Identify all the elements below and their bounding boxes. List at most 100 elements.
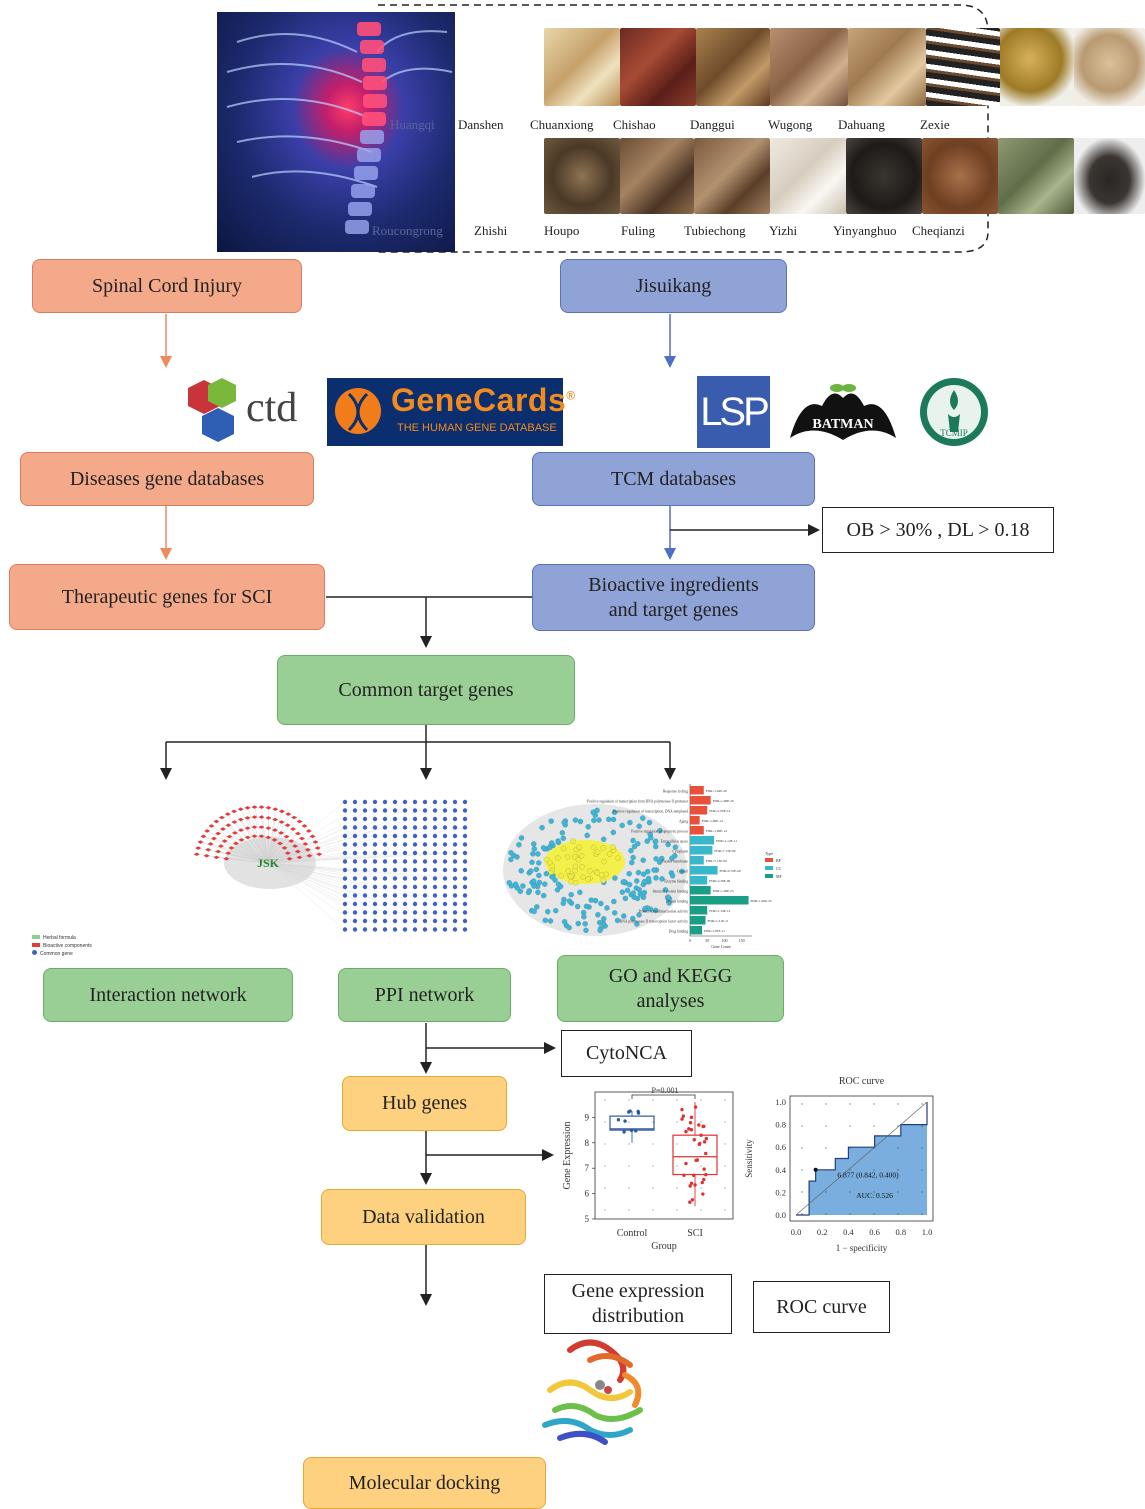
common-gene-node [412, 867, 418, 873]
bioactive-component-node [244, 835, 251, 840]
common-gene-node [342, 833, 348, 839]
common-gene-node [442, 893, 448, 898]
common-gene-node [362, 850, 368, 856]
go-term-label: Drug binding [669, 930, 688, 934]
bioactive-component-node [296, 855, 303, 860]
boxplot-point [693, 1183, 697, 1187]
go-term-label: Aging [679, 820, 688, 824]
ppi-node [621, 878, 627, 885]
common-gene-node [372, 876, 378, 881]
go-term-label: Positive regulation of apoptotic process [631, 830, 688, 834]
node-bioactive-label-2: and target genes [608, 598, 739, 621]
boxplot-point [704, 1151, 708, 1156]
common-gene-node [352, 884, 358, 890]
bioactive-component-node [203, 854, 210, 858]
common-gene-node [462, 808, 468, 813]
go-term-label: Enzyme binding [664, 880, 688, 884]
common-gene-node [442, 927, 448, 932]
ppi-node [587, 868, 593, 874]
ppi-node [626, 871, 632, 877]
node-interaction-network-label: Interaction network [89, 983, 247, 1006]
node-hub-genes: Hub genes [342, 1076, 507, 1131]
go-term-label: Positive regulation of transcription, DN… [613, 810, 688, 815]
roc-cutoff-point [813, 1167, 818, 1172]
ppi-node [508, 850, 514, 856]
boxplot-grid-dot [628, 1209, 630, 1211]
common-gene-node [342, 918, 348, 924]
ppi-node [672, 844, 679, 850]
bioactive-component-node [296, 819, 303, 824]
ppi-node [540, 845, 547, 851]
node-tcm-databases: TCM databases [532, 452, 815, 506]
common-gene-node [452, 842, 458, 847]
common-gene-node [402, 901, 408, 907]
ppi-node [601, 858, 607, 865]
roc-grid-dot [825, 1191, 827, 1193]
ppi-node [568, 891, 574, 898]
herb-image-chuanxiong [620, 28, 696, 106]
ppi-node [582, 921, 588, 927]
ppi-node [657, 827, 663, 834]
ppi-node [662, 887, 669, 893]
go-fdr-label: FDR=1.06E-23 [751, 899, 772, 903]
common-gene-node [442, 884, 448, 890]
bioactive-component-node [251, 805, 258, 809]
ppi-node [636, 823, 642, 829]
ppi-node [508, 856, 514, 863]
boxplot-x-label: Group [651, 1241, 677, 1252]
common-gene-node [362, 910, 368, 915]
common-gene-node [412, 833, 418, 839]
bioactive-component-node [312, 840, 319, 844]
roc-grid-dot [801, 1191, 803, 1193]
ppi-node [627, 819, 633, 826]
node-common-target-genes-label: Common target genes [338, 678, 514, 701]
common-gene-node [372, 867, 378, 873]
bioactive-component-node [215, 849, 222, 854]
common-gene-node [392, 799, 398, 805]
bioactive-component-node [294, 849, 301, 854]
boxplot-point [680, 1107, 684, 1112]
common-gene-node [462, 910, 468, 915]
roc-x-tick: 0.6 [869, 1227, 880, 1237]
boxplot-y-tick: 7 [585, 1163, 590, 1173]
ppi-node [577, 818, 584, 825]
ppi-node [572, 817, 579, 823]
ppi-node [604, 905, 610, 911]
ppi-node [630, 854, 636, 861]
bioactive-component-node [226, 834, 233, 839]
common-gene-node [352, 867, 358, 873]
common-gene-node [452, 808, 458, 813]
boxplot-grid-dot [700, 1099, 702, 1101]
common-gene-node [442, 850, 448, 856]
common-gene-node [372, 816, 378, 822]
bioactive-component-node [200, 834, 207, 839]
herb-image-wugong [848, 28, 926, 106]
common-gene-node [432, 833, 438, 839]
ppi-node [528, 868, 534, 874]
spine-image [217, 12, 455, 252]
common-gene-node [402, 884, 408, 890]
roc-grid-dot [873, 1125, 875, 1127]
ppi-node [560, 835, 566, 841]
common-gene-node [342, 893, 348, 898]
batman-logo: BATMAN [790, 384, 896, 440]
ppi-node [645, 868, 651, 875]
bioactive-component-node [258, 834, 265, 838]
go-legend-swatch [765, 858, 773, 862]
herb-image-zexie [1000, 28, 1074, 106]
boxplot-point [693, 1105, 698, 1109]
bioactive-component-node [286, 856, 293, 861]
boxplot-grid-dot [724, 1209, 726, 1211]
roc-grid-dot [921, 1191, 923, 1193]
common-gene-node [422, 876, 428, 881]
dna-helix-icon [347, 392, 369, 432]
roc-auc-label: AUC: 0.526 [856, 1191, 893, 1200]
go-term-label: Protein binding [666, 900, 688, 904]
boxplot-point [688, 1200, 692, 1204]
boxplot-grid-dot [676, 1187, 678, 1189]
common-gene-node [432, 893, 438, 898]
ppi-node [540, 892, 547, 899]
boxplot-pvalue: P=0.001 [652, 1086, 679, 1095]
common-gene-node [432, 799, 438, 805]
